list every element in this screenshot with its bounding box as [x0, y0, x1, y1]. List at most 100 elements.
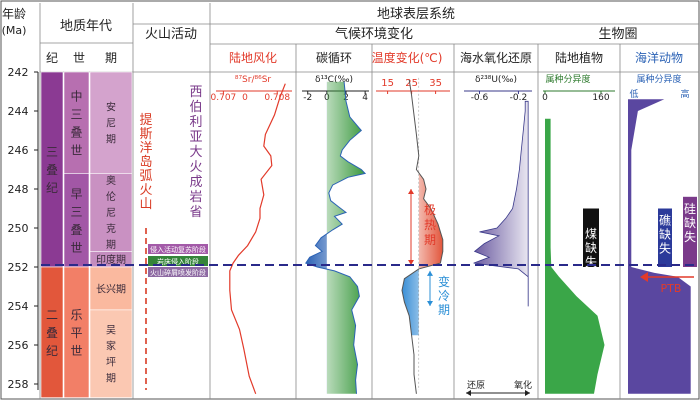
- temperature-warm-area: [418, 159, 443, 268]
- panel-carbon-axis-label: δ¹³C(‰): [315, 75, 353, 85]
- marine-gap-bar: [683, 196, 697, 267]
- siberian-traps-label: 岩: [189, 190, 202, 205]
- siberian-traps-label: 省: [189, 205, 202, 220]
- epoch-label: 世: [70, 241, 82, 255]
- y-tick-label: 252: [8, 261, 29, 274]
- panel-carbon-tick-label: 4: [362, 93, 368, 103]
- marine-gap-label: 失: [684, 229, 696, 244]
- y-tick-label: 246: [8, 144, 29, 157]
- siberian-traps-label: 伯: [189, 100, 202, 115]
- epoch-label: 世: [70, 344, 82, 358]
- y-tick-label: 242: [8, 66, 29, 79]
- stage-band: [89, 173, 133, 252]
- carbon-series-line: [305, 81, 367, 394]
- epoch-label: 乐: [70, 308, 82, 322]
- panel-marine-tick-label: 低: [629, 88, 638, 100]
- panel-redox-tick-label: -0.6: [471, 93, 489, 103]
- cooling-label: 变: [438, 274, 450, 289]
- panel-land-plants-tick-label: 160: [592, 93, 609, 103]
- y-axis-title: 年龄: [2, 7, 26, 21]
- redox-arrowhead: [525, 390, 530, 396]
- epoch-label: 早: [70, 187, 82, 201]
- panel-carbon-title: 碳循环: [316, 51, 352, 65]
- marine-gap-label: 缺: [684, 215, 696, 230]
- stage-band: [89, 266, 133, 311]
- volcanic-phase-label: 侵入活动复苏阶段: [150, 245, 206, 254]
- stage-label: 伦: [106, 190, 116, 203]
- stage-label: 安: [106, 101, 116, 114]
- volcanic-phase-label: 火山碎屑喷发阶段: [150, 268, 206, 277]
- y-axis-unit: (Ma): [2, 24, 27, 37]
- stage-band: [89, 71, 133, 174]
- stage-label: 期: [106, 373, 116, 385]
- redox-reducing-label: 还原: [467, 379, 485, 391]
- panel-marine-tick-label: 高: [680, 88, 689, 100]
- y-tick-label: 258: [8, 378, 29, 391]
- stage-label: 克: [106, 223, 116, 235]
- siberian-traps-label: 成: [189, 175, 202, 190]
- marine-gap-label: 礁: [659, 213, 671, 228]
- marine-gap-bar: [658, 208, 672, 267]
- extreme-heat-arrowhead: [408, 189, 414, 194]
- stage-label: 尼: [106, 118, 116, 130]
- epoch-band: [63, 71, 90, 174]
- redox-arrowhead: [466, 390, 471, 396]
- y-tick-label: 244: [8, 105, 29, 118]
- y-tick-label: 248: [8, 183, 29, 196]
- siberian-traps-label: 利: [189, 115, 202, 130]
- y-tick-label: 256: [8, 339, 29, 352]
- tethys-arc-label: 火: [139, 183, 152, 198]
- carbon-positive-area: [326, 81, 366, 394]
- header-biosphere: 生物圈: [598, 27, 637, 42]
- tethys-arc-label: 提: [139, 112, 152, 128]
- header-climate-env: 气候环境变化: [335, 26, 413, 42]
- marine-animals-area: [628, 99, 691, 394]
- cooling-arrowhead: [427, 270, 433, 276]
- cooling-label: 冷: [438, 289, 450, 303]
- siberian-traps-label: 亚: [189, 130, 202, 145]
- stage-label: 印度期: [96, 253, 126, 266]
- panel-temperature-title: 温度变化(℃): [372, 50, 443, 65]
- panel-weathering-axis-label: ⁸⁷Sr/⁸⁶Sr: [235, 75, 272, 85]
- siberian-traps-label: 大: [189, 145, 202, 160]
- extreme-heat-label: 热: [424, 218, 436, 232]
- siberian-traps-label: 西: [189, 85, 202, 100]
- period-label: 叠: [46, 163, 58, 177]
- coal-gap-label: 缺: [585, 240, 597, 255]
- panel-land-plants-axis-label: 属种分异度: [545, 73, 590, 85]
- marine-gap-label: 缺: [659, 227, 671, 242]
- epoch-label: 叠: [70, 125, 82, 139]
- stage-label: 尼: [106, 207, 116, 219]
- tethys-arc-label: 斯: [139, 127, 152, 142]
- header-stage: 期: [105, 51, 117, 65]
- redox-oxidizing-label: 氧化: [514, 379, 532, 391]
- siberian-traps-label: 火: [189, 160, 202, 175]
- panel-carbon-tick-label: -2: [303, 93, 312, 103]
- epoch-band: [63, 173, 90, 268]
- panel-weathering-tick-label: 0.707: [211, 93, 237, 103]
- panel-weathering-title: 陆地风化: [229, 50, 277, 65]
- epoch-label: 三: [70, 107, 82, 121]
- coal-gap-bar: [583, 208, 599, 267]
- uranium-area: [473, 100, 529, 307]
- stage-label: 坪: [106, 356, 116, 369]
- tethys-arc-label: 弧: [139, 169, 152, 184]
- stage-label: 奥: [106, 174, 116, 187]
- coal-gap-label: 失: [585, 254, 597, 269]
- panel-temperature-tick-label: 35: [429, 78, 442, 89]
- extreme-heat-label: 期: [424, 233, 436, 247]
- tethys-arc-label: 洋: [139, 141, 152, 156]
- epoch-label: 中: [70, 88, 82, 103]
- stage-label: 期: [106, 134, 116, 146]
- header-volcanic: 火山活动: [145, 27, 197, 42]
- period-label: 三: [46, 145, 58, 159]
- period-label: 纪: [46, 181, 58, 195]
- panel-temperature-tick-label: 15: [381, 78, 394, 89]
- extreme-heat-label: 极: [424, 203, 436, 217]
- land-plants-area: [545, 118, 605, 394]
- volcanic-phase-bar: [148, 267, 208, 277]
- epoch-label: 世: [70, 143, 82, 157]
- panel-redox-title: 海水氧化还原: [460, 50, 532, 65]
- tethys-arc-label: 山: [139, 197, 152, 212]
